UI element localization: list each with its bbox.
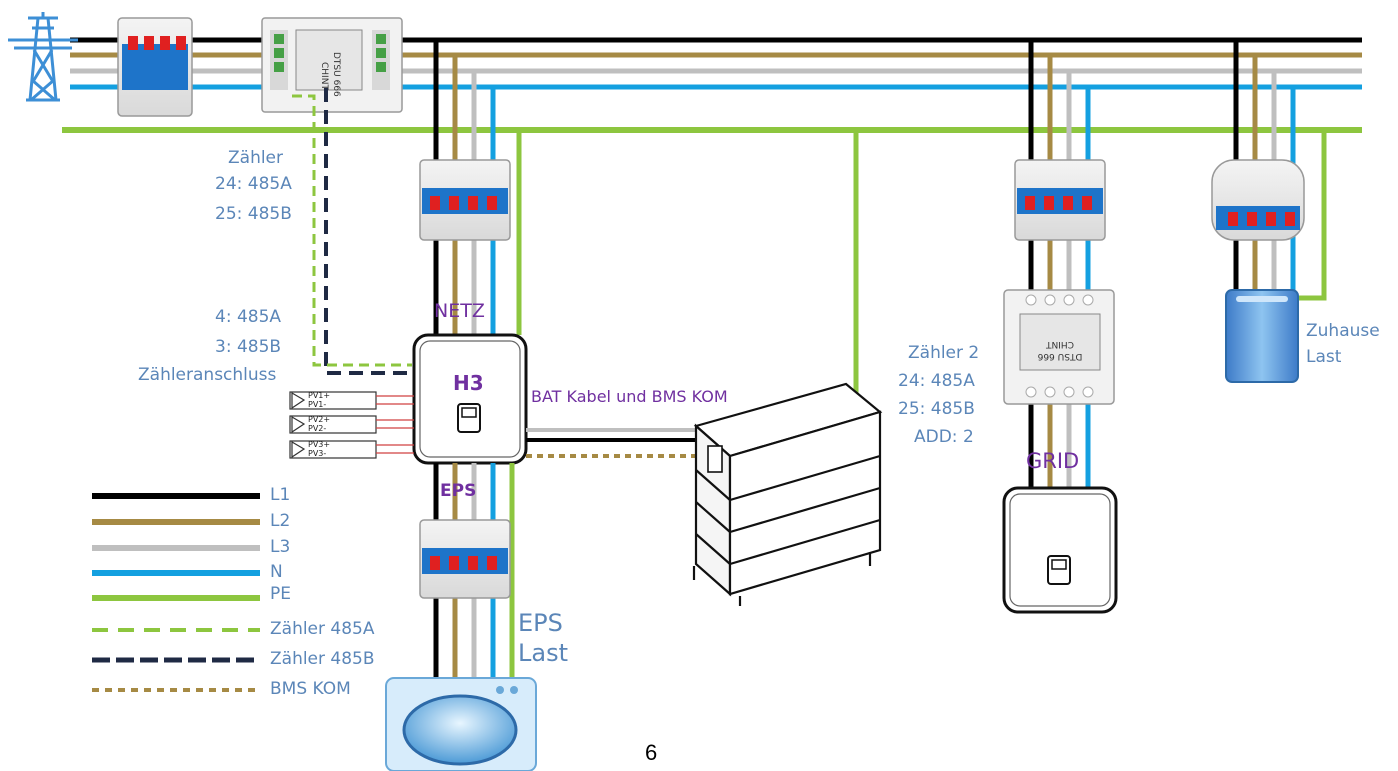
legend-label-l3: L3: [270, 537, 291, 557]
legend-label-485b: Zähler 485B: [270, 649, 375, 669]
legend-label-l1: L1: [270, 485, 291, 505]
legend-label-bms: BMS KOM: [270, 679, 351, 699]
meter2-device: CHINT DTSU 666: [1003, 289, 1115, 405]
home-load-label-line2: Last: [1306, 347, 1342, 367]
meter2-address: ADD: 2: [914, 427, 974, 447]
pv3-label: PV3+PV3-: [308, 440, 331, 458]
inverter-pin-3: 3: 485B: [215, 337, 282, 357]
inverter-grid-breaker: [419, 159, 511, 241]
meter2-pin-24: 24: 485A: [898, 371, 975, 391]
eps-load-label-line1: EPS: [518, 609, 563, 637]
eps-breaker: [419, 519, 511, 599]
pv1-label: PV1+PV1-: [308, 391, 331, 409]
battery-cable-label: BAT Kabel und BMS KOM: [531, 387, 728, 406]
meter1-model: DTSU 666: [331, 52, 341, 97]
inverter-pin-4: 4: 485A: [215, 307, 282, 327]
pv-inputs: [289, 391, 414, 459]
eps-load-label-line2: Last: [518, 639, 568, 667]
meter2-model: DTSU 666: [1037, 351, 1082, 361]
grid-inverter: [1002, 486, 1118, 614]
battery-cables: [526, 130, 859, 458]
legend-lines: [92, 493, 260, 692]
legend-label-n: N: [270, 562, 283, 582]
meter1-pin-24: 24: 485A: [215, 174, 292, 194]
grid-label: GRID: [1026, 449, 1080, 473]
pv2-label: PV2+PV2-: [308, 415, 331, 433]
eps-port-label: EPS: [440, 481, 477, 501]
home-load-icon: [1225, 289, 1299, 383]
home-breaker: [1211, 159, 1305, 241]
meter1-title: Zähler: [228, 148, 284, 168]
power-pylon-icon: [8, 12, 78, 102]
grid-breaker: [1014, 159, 1106, 241]
rs485-lines: [292, 88, 412, 375]
meter2-pin-25: 25: 485B: [898, 399, 975, 419]
meter2-title: Zähler 2: [908, 343, 980, 363]
legend-label-485a: Zähler 485A: [270, 619, 375, 639]
pv1-input: [289, 391, 414, 410]
netz-label: NETZ: [434, 300, 485, 322]
meter1-device: CHINT DTSU 666: [261, 17, 403, 113]
meter2-brand: CHINT: [1046, 339, 1074, 349]
inverter-meter-port-label: Zähleranschluss: [138, 365, 277, 385]
legend-label-pe: PE: [270, 584, 291, 604]
meter1-pin-25: 25: 485B: [215, 204, 292, 224]
pv2-input: [289, 415, 414, 434]
h3-inverter: [412, 333, 528, 465]
legend-label-l2: L2: [270, 511, 291, 531]
battery-stack: [692, 382, 883, 606]
inverter-model-label: H3: [453, 371, 484, 395]
home-load-label-line1: Zuhause: [1306, 321, 1380, 341]
main-bus: [62, 37, 1362, 133]
pv3-input: [289, 440, 414, 459]
grid-branch-wires: [1028, 40, 1091, 490]
page-number: 6: [645, 740, 658, 765]
main-breaker: [117, 17, 193, 117]
meter1-brand: CHINT: [319, 62, 329, 90]
eps-load-appliance-icon: [385, 677, 537, 771]
